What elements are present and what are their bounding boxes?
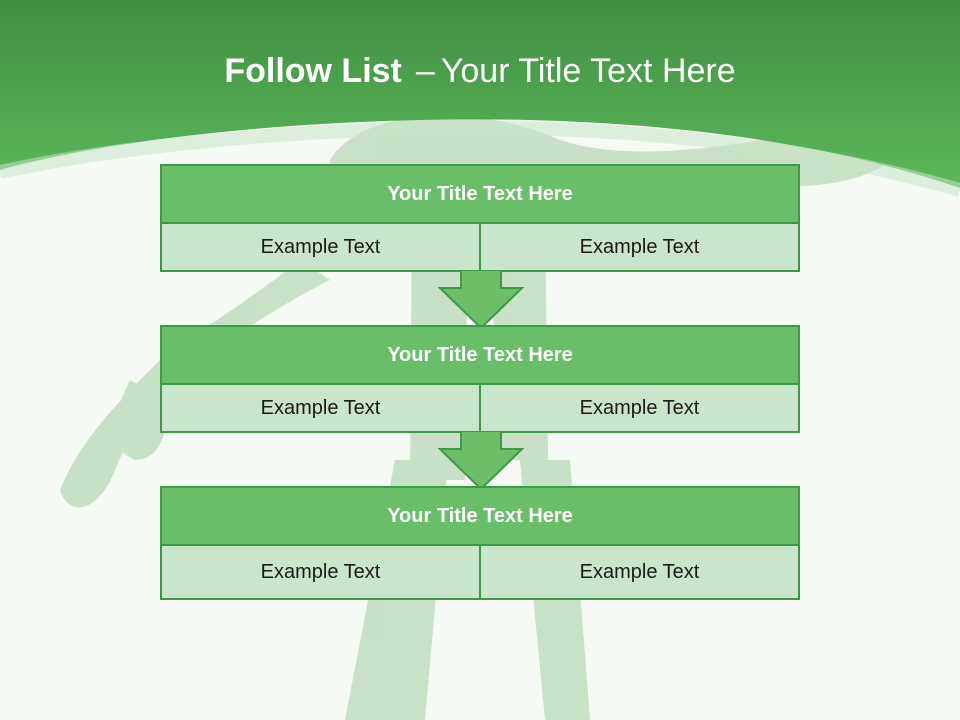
block-cell-left: Example Text [162,224,481,270]
block-title: Your Title Text Here [162,327,798,385]
header-swoosh [0,120,960,197]
block-cell-right: Example Text [481,546,798,598]
block-cell-left: Example Text [162,546,481,598]
list-block: Your Title Text Here Example Text Exampl… [160,486,800,600]
title-bold: Follow List [224,52,402,90]
slide-title: Follow List–Your Title Text Here [0,52,960,91]
block-row: Example Text Example Text [162,224,798,270]
block-row: Example Text Example Text [162,546,798,598]
title-rest: Your Title Text Here [440,52,736,90]
block-title: Your Title Text Here [162,166,798,224]
list-block: Your Title Text Here Example Text Exampl… [160,325,800,433]
title-dash: – [415,52,435,90]
block-cell-left: Example Text [162,385,481,431]
block-title: Your Title Text Here [162,488,798,546]
list-block: Your Title Text Here Example Text Exampl… [160,164,800,272]
block-cell-right: Example Text [481,224,798,270]
block-row: Example Text Example Text [162,385,798,431]
header-band [0,0,960,188]
down-arrow [438,270,524,330]
down-arrow [438,431,524,491]
block-cell-right: Example Text [481,385,798,431]
